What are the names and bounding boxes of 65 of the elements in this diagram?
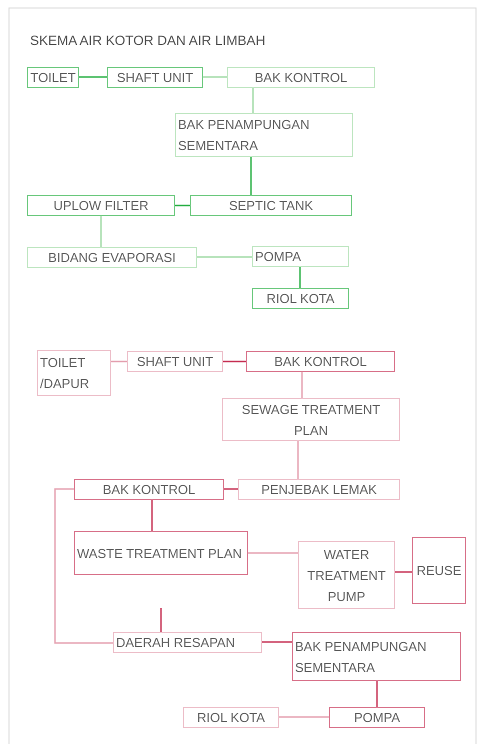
connector-line: [395, 571, 412, 573]
connector-line: [301, 372, 303, 398]
connector-line: [223, 360, 246, 362]
process-box: [292, 632, 461, 681]
connector-line: [100, 216, 102, 247]
process-box: [190, 195, 352, 216]
node-label: SHAFT UNIT: [136, 353, 214, 371]
process-box: [329, 707, 425, 728]
process-box: [113, 632, 262, 653]
connector-line: [262, 641, 292, 643]
process-box: [252, 246, 349, 267]
node-label: TOILET: [30, 69, 76, 87]
node-label: BAK PENAMPUNGAN SEMENTARA: [295, 638, 428, 676]
process-box: [227, 67, 375, 88]
connector-line: [79, 76, 107, 78]
process-box: [298, 541, 395, 609]
connector-line: [197, 256, 252, 258]
process-box: [246, 351, 395, 372]
connector-line: [224, 488, 238, 490]
process-box: [238, 479, 400, 500]
connector-line: [111, 360, 127, 362]
connector-line: [54, 488, 113, 644]
process-box: [183, 707, 279, 728]
node-label: BAK PENAMPUNGAN SEMENTARA: [178, 116, 310, 155]
node-label: REUSE: [416, 562, 462, 580]
node-label: SHAFT UNIT: [116, 69, 194, 87]
connector-line: [248, 552, 298, 554]
process-box: [27, 195, 175, 216]
node-label: BAK KONTROL: [273, 353, 368, 371]
connector-line: [252, 88, 254, 113]
connector-line: [297, 441, 299, 479]
node-label: POMPA: [255, 248, 302, 266]
process-box: [74, 531, 248, 575]
connector-line: [175, 204, 190, 206]
process-box: [27, 247, 197, 268]
connector-line: [376, 681, 378, 707]
node-label: SEPTIC TANK: [228, 197, 314, 215]
connector-line: [299, 267, 301, 288]
process-box: [127, 351, 223, 372]
diagram-title: SKEMA AIR KOTOR DAN AIR LIMBAH: [30, 33, 266, 48]
node-label: WATER TREATMENT PUMP: [306, 546, 387, 606]
connector-line: [279, 716, 329, 718]
process-box: [37, 350, 111, 396]
process-box: [412, 537, 466, 604]
node-label: BAK KONTROL: [102, 481, 196, 499]
node-label: POMPA: [353, 709, 401, 727]
process-box: [222, 398, 400, 441]
node-label: PENJEBAK LEMAK: [260, 481, 378, 499]
process-box: [74, 479, 224, 500]
node-label: BIDANG EVAPORASI: [47, 249, 177, 267]
node-label: RIOL KOTA: [196, 709, 266, 727]
node-label: RIOL KOTA: [266, 290, 336, 308]
process-box: [107, 67, 203, 88]
node-label: UPLOW FILTER: [52, 197, 150, 215]
node-label: TOILET /DAPUR: [40, 354, 90, 393]
node-label: WASTE TREATMENT PLAN: [77, 544, 243, 562]
process-box: [175, 113, 353, 157]
node-label: SEWAGE TREATMENT PLAN: [240, 400, 382, 440]
connector-line: [250, 157, 252, 195]
connector-line: [160, 608, 162, 632]
node-label: DAERAH RESAPAN: [116, 634, 236, 652]
process-box: [252, 288, 349, 309]
connector-line: [151, 500, 153, 531]
node-label: BAK KONTROL: [254, 69, 348, 87]
connector-line: [203, 76, 227, 78]
